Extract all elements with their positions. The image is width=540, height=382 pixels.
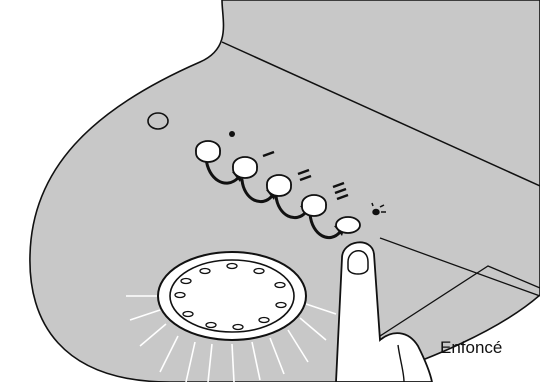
- fingernail: [347, 250, 369, 275]
- speed-3-button[interactable]: [301, 194, 327, 217]
- panel-edge-line: [221, 41, 540, 187]
- off-button[interactable]: [195, 140, 221, 163]
- speed-2-symbol: [297, 168, 312, 182]
- pressing-finger: [335, 241, 433, 382]
- off-symbol-dot: [229, 131, 235, 137]
- knob-inner-ring: [169, 259, 295, 333]
- speed-1-button[interactable]: [232, 156, 258, 179]
- sequence-arrows: [204, 156, 342, 239]
- speed-1-symbol: [262, 150, 275, 158]
- speed-3-symbol: [332, 181, 349, 201]
- light-button[interactable]: [335, 216, 361, 234]
- lamp-icon: [371, 202, 386, 216]
- speed-2-button[interactable]: [266, 174, 292, 197]
- filter-outline: [379, 265, 540, 337]
- pressed-caption: Enfoncé: [440, 338, 503, 357]
- panel-edge-line-lower: [379, 237, 540, 297]
- knob-grip-marks: [174, 262, 287, 331]
- indicator-light: [147, 112, 169, 130]
- light-glow-rays: [126, 295, 337, 382]
- finger-crease: [397, 344, 405, 382]
